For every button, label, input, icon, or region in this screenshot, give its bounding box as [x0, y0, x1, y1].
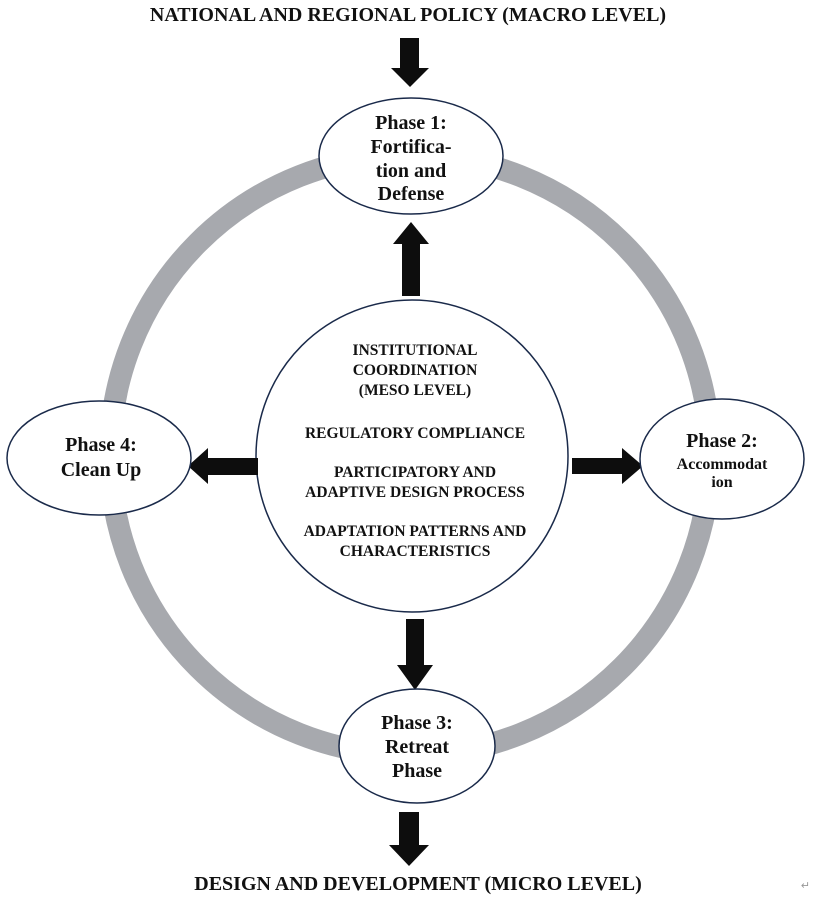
arrow-center-to-phase4	[188, 448, 258, 484]
arrow-center-to-phase1	[393, 222, 429, 296]
phase1-title: Phase 1:	[375, 112, 447, 134]
center-line: CHARACTERISTICS	[340, 543, 491, 560]
phase2-line: Accommodat	[677, 456, 768, 473]
phase4-text: Phase 4: Clean Up	[61, 434, 142, 481]
macro-level-label: NATIONAL AND REGIONAL POLICY (MACRO LEVE…	[150, 4, 666, 26]
center-line: PARTICIPATORY AND	[334, 464, 496, 481]
center-line: (MESO LEVEL)	[359, 382, 471, 399]
arrow-macro-to-phase1	[391, 38, 429, 87]
center-line: ADAPTATION PATTERNS AND	[304, 523, 527, 540]
center-line: ADAPTIVE DESIGN PROCESS	[305, 484, 525, 501]
center-line: INSTITUTIONAL	[353, 342, 478, 359]
center-circle	[255, 299, 569, 613]
phase3-node	[338, 688, 496, 804]
phase3-text: Phase 3: Retreat Phase	[381, 712, 453, 782]
phase1-line: tion and	[376, 160, 447, 182]
phase2-node	[639, 398, 805, 520]
phase1-line: Defense	[378, 183, 445, 205]
arrow-phase3-to-micro	[389, 812, 429, 866]
phase4-line: Clean Up	[61, 459, 142, 481]
phase4-node	[6, 400, 192, 516]
paragraph-mark-icon: ↵	[800, 879, 810, 892]
phase4-title: Phase 4:	[65, 434, 137, 456]
phase3-line: Retreat	[385, 736, 449, 758]
center-text: INSTITUTIONAL COORDINATION (MESO LEVEL) …	[304, 342, 527, 560]
center-line: REGULATORY COMPLIANCE	[305, 425, 525, 442]
phase3-title: Phase 3:	[381, 712, 453, 734]
phase2-line: ion	[711, 474, 732, 491]
phase2-title: Phase 2:	[686, 430, 758, 452]
micro-level-label: DESIGN AND DEVELOPMENT (MICRO LEVEL)	[194, 873, 641, 895]
phase2-text: Phase 2: Accommodat ion	[677, 430, 768, 491]
arrow-center-to-phase3	[397, 619, 433, 690]
center-line: COORDINATION	[353, 362, 478, 379]
phase1-node	[318, 97, 504, 215]
phase3-line: Phase	[392, 760, 442, 782]
arrow-center-to-phase2	[572, 448, 643, 484]
phase1-line: Fortifica-	[370, 136, 451, 158]
phase1-text: Phase 1: Fortifica- tion and Defense	[370, 112, 451, 205]
